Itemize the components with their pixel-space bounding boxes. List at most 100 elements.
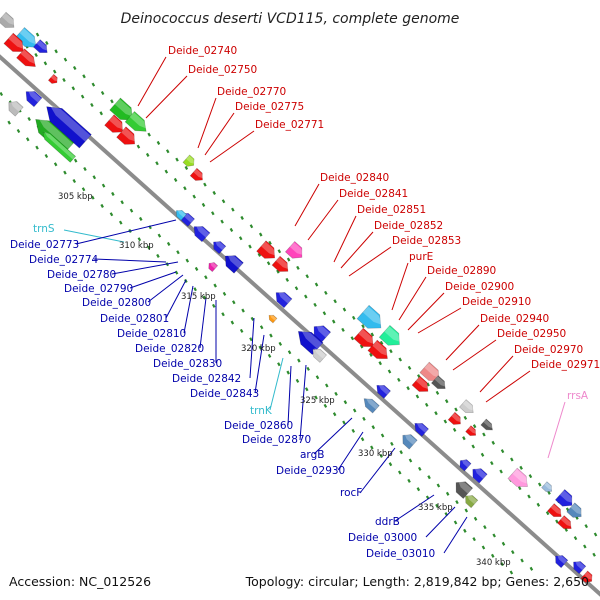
gene-arrow[interactable] xyxy=(465,425,479,439)
gene-label-argb[interactable]: argB xyxy=(300,449,324,461)
gene-label-deide-02801[interactable]: Deide_02801 xyxy=(100,313,169,325)
gene-arrow[interactable] xyxy=(104,114,128,137)
gene-arrow[interactable] xyxy=(0,11,18,32)
gene-label-deide-02820[interactable]: Deide_02820 xyxy=(135,343,204,355)
gene-label-deide-02910[interactable]: Deide_02910 xyxy=(462,296,531,308)
gene-arrow[interactable] xyxy=(399,431,418,450)
gene-label-deide-02870[interactable]: Deide_02870 xyxy=(242,434,311,446)
gene-arrow[interactable] xyxy=(189,167,206,183)
gene-arrow[interactable] xyxy=(447,411,464,427)
gene-arrow[interactable] xyxy=(367,339,392,364)
gene-arrow[interactable] xyxy=(431,375,448,393)
gene-label-deide-02900[interactable]: Deide_02900 xyxy=(445,281,514,293)
tick-mark xyxy=(137,237,142,242)
gene-label-deide-02800[interactable]: Deide_02800 xyxy=(82,297,151,309)
gene-arrow[interactable] xyxy=(451,477,474,499)
gene-arrow[interactable] xyxy=(33,39,50,57)
gene-arrow[interactable] xyxy=(378,324,405,350)
gene-label-deide-02775[interactable]: Deide_02775 xyxy=(235,101,304,113)
gene-arrow[interactable] xyxy=(373,382,391,399)
gene-arrow[interactable] xyxy=(284,241,306,262)
tick-mark xyxy=(176,250,180,255)
gene-label-deide-02940[interactable]: Deide_02940 xyxy=(480,313,549,325)
gene-label-deide-02840[interactable]: Deide_02840 xyxy=(320,172,389,184)
gene-arrow[interactable] xyxy=(5,98,24,117)
gene-arrow[interactable] xyxy=(469,465,488,484)
gene-arrow-highlight xyxy=(544,482,553,491)
gene-label-deide-02860[interactable]: Deide_02860 xyxy=(224,420,293,432)
gene-arrow[interactable] xyxy=(256,240,280,263)
gene-arrow-highlight xyxy=(300,328,323,349)
gene-label-deide-02971[interactable]: Deide_02971 xyxy=(531,359,600,371)
gene-arrow[interactable] xyxy=(271,255,292,276)
gene-label-deide-02841[interactable]: Deide_02841 xyxy=(339,188,408,200)
gene-arrow[interactable] xyxy=(462,492,479,509)
gene-arrow[interactable] xyxy=(361,395,380,414)
gene-label-rocf[interactable]: rocF xyxy=(340,487,362,499)
gene-arrow[interactable] xyxy=(353,327,378,352)
gene-arrow[interactable] xyxy=(570,558,587,575)
gene-label-deide-02970[interactable]: Deide_02970 xyxy=(514,344,583,356)
gene-arrow[interactable] xyxy=(547,503,564,521)
leader-line xyxy=(443,516,468,554)
gene-label-deide-02750[interactable]: Deide_02750 xyxy=(188,64,257,76)
gene-arrow[interactable] xyxy=(309,321,332,343)
gene-label-deide-02851[interactable]: Deide_02851 xyxy=(357,204,426,216)
gene-label-deide-02780[interactable]: Deide_02780 xyxy=(47,269,116,281)
gene-label-deide-02843[interactable]: Deide_02843 xyxy=(190,388,259,400)
gene-label-deide-02950[interactable]: Deide_02950 xyxy=(497,328,566,340)
gene-label-deide-03010[interactable]: Deide_03010 xyxy=(366,548,435,560)
gene-label-deide-02853[interactable]: Deide_02853 xyxy=(392,235,461,247)
gene-arrow[interactable] xyxy=(182,154,197,169)
gene-label-deide-02771[interactable]: Deide_02771 xyxy=(255,119,324,131)
gene-arrow[interactable] xyxy=(459,399,476,417)
gene-label-deide-02774[interactable]: Deide_02774 xyxy=(29,254,99,266)
gene-arrow[interactable] xyxy=(411,375,432,396)
gene-label-rrsa[interactable]: rrsA xyxy=(567,390,589,402)
gene-label-deide-02740[interactable]: Deide_02740 xyxy=(168,45,237,57)
gene-arrow[interactable] xyxy=(3,32,28,57)
gene-arrow[interactable] xyxy=(552,552,569,569)
gene-arrow[interactable] xyxy=(41,100,92,149)
gene-label-deide-02852[interactable]: Deide_02852 xyxy=(374,220,443,232)
gene-arrow[interactable] xyxy=(116,126,140,149)
gene-arrow[interactable] xyxy=(457,457,472,472)
gene-arrow[interactable] xyxy=(507,467,532,492)
gene-arrow[interactable] xyxy=(580,570,595,585)
gene-arrow[interactable] xyxy=(124,111,151,136)
gene-arrow[interactable] xyxy=(40,130,76,163)
gene-arrow[interactable] xyxy=(272,288,293,309)
gene-label-deide-02810[interactable]: Deide_02810 xyxy=(117,328,186,340)
gene-arrow[interactable] xyxy=(557,515,574,533)
gene-arrow[interactable] xyxy=(554,489,576,510)
gene-arrow[interactable] xyxy=(16,48,40,71)
gene-label-deide-02790[interactable]: Deide_02790 xyxy=(64,283,133,295)
gene-arrow[interactable] xyxy=(22,87,43,108)
gene-arrow[interactable] xyxy=(210,238,227,255)
gene-label-pure[interactable]: purE xyxy=(409,251,433,263)
gene-arrow[interactable] xyxy=(206,260,219,273)
gene-label-trns[interactable]: trnS xyxy=(33,223,55,235)
gene-label-deide-02770[interactable]: Deide_02770 xyxy=(217,86,286,98)
gene-label-deide-02830[interactable]: Deide_02830 xyxy=(153,358,222,370)
gene-label-ddrb[interactable]: ddrB xyxy=(375,516,400,528)
gene-label-deide-03000[interactable]: Deide_03000 xyxy=(348,532,417,544)
gene-arrow[interactable] xyxy=(541,481,555,495)
tick-mark xyxy=(472,424,477,429)
gene-label-trnk[interactable]: trnK xyxy=(250,405,273,417)
gene-arrow[interactable] xyxy=(190,222,211,243)
gene-label-deide-02842[interactable]: Deide_02842 xyxy=(172,373,241,385)
gene-label-deide-02773[interactable]: Deide_02773 xyxy=(10,239,79,251)
gene-arrow[interactable] xyxy=(480,418,495,433)
gene-arrow[interactable] xyxy=(309,346,327,363)
gene-arrow[interactable] xyxy=(47,73,59,85)
gene-label-deide-02930[interactable]: Deide_02930 xyxy=(276,465,345,477)
gene-arrow[interactable] xyxy=(356,304,387,334)
gene-arrow[interactable] xyxy=(267,313,278,324)
gene-label-deide-02890[interactable]: Deide_02890 xyxy=(427,265,496,277)
gene-arrow[interactable] xyxy=(566,502,585,521)
gene-arrow[interactable] xyxy=(221,251,244,274)
gene-arrow[interactable] xyxy=(411,420,429,437)
gene-arrow[interactable] xyxy=(109,97,139,126)
gene-arrow[interactable] xyxy=(174,208,187,221)
